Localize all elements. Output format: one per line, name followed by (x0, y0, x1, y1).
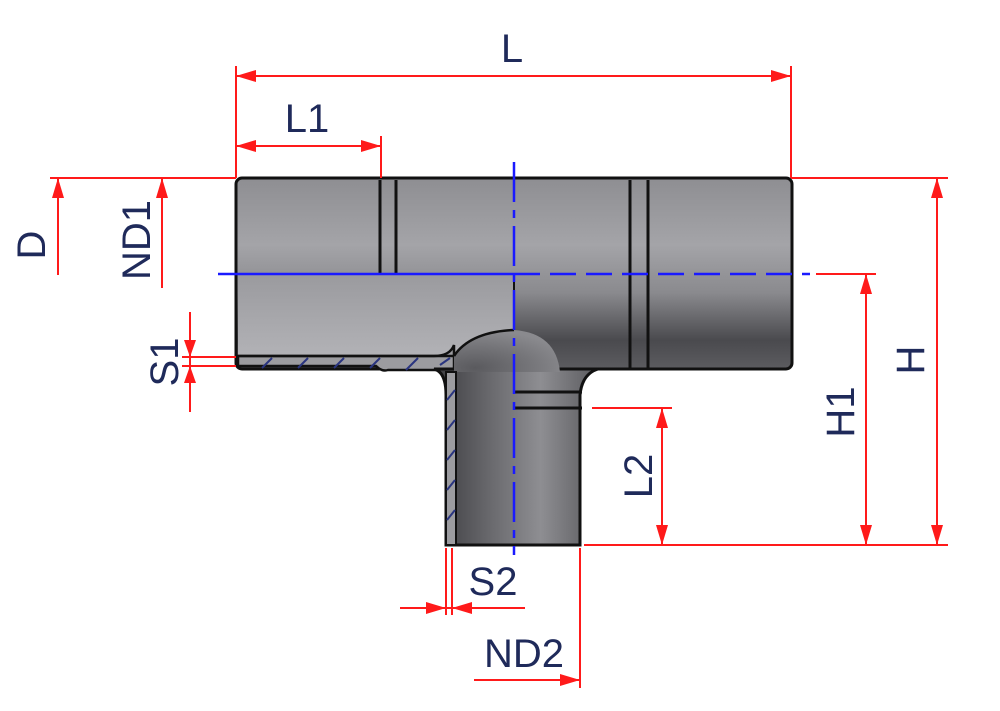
label-L: L (501, 27, 523, 71)
label-S1: S1 (143, 338, 187, 387)
label-H: H (889, 346, 933, 375)
label-H1: H1 (819, 386, 863, 437)
label-S2: S2 (469, 560, 518, 604)
label-ND2: ND2 (484, 632, 564, 676)
centerlines (218, 162, 810, 555)
label-L1: L1 (285, 97, 330, 141)
dimension-lines (50, 66, 948, 688)
label-D: D (10, 231, 54, 260)
label-L2: L2 (617, 454, 661, 499)
section-hatching (261, 357, 456, 521)
label-ND1: ND1 (115, 200, 159, 280)
